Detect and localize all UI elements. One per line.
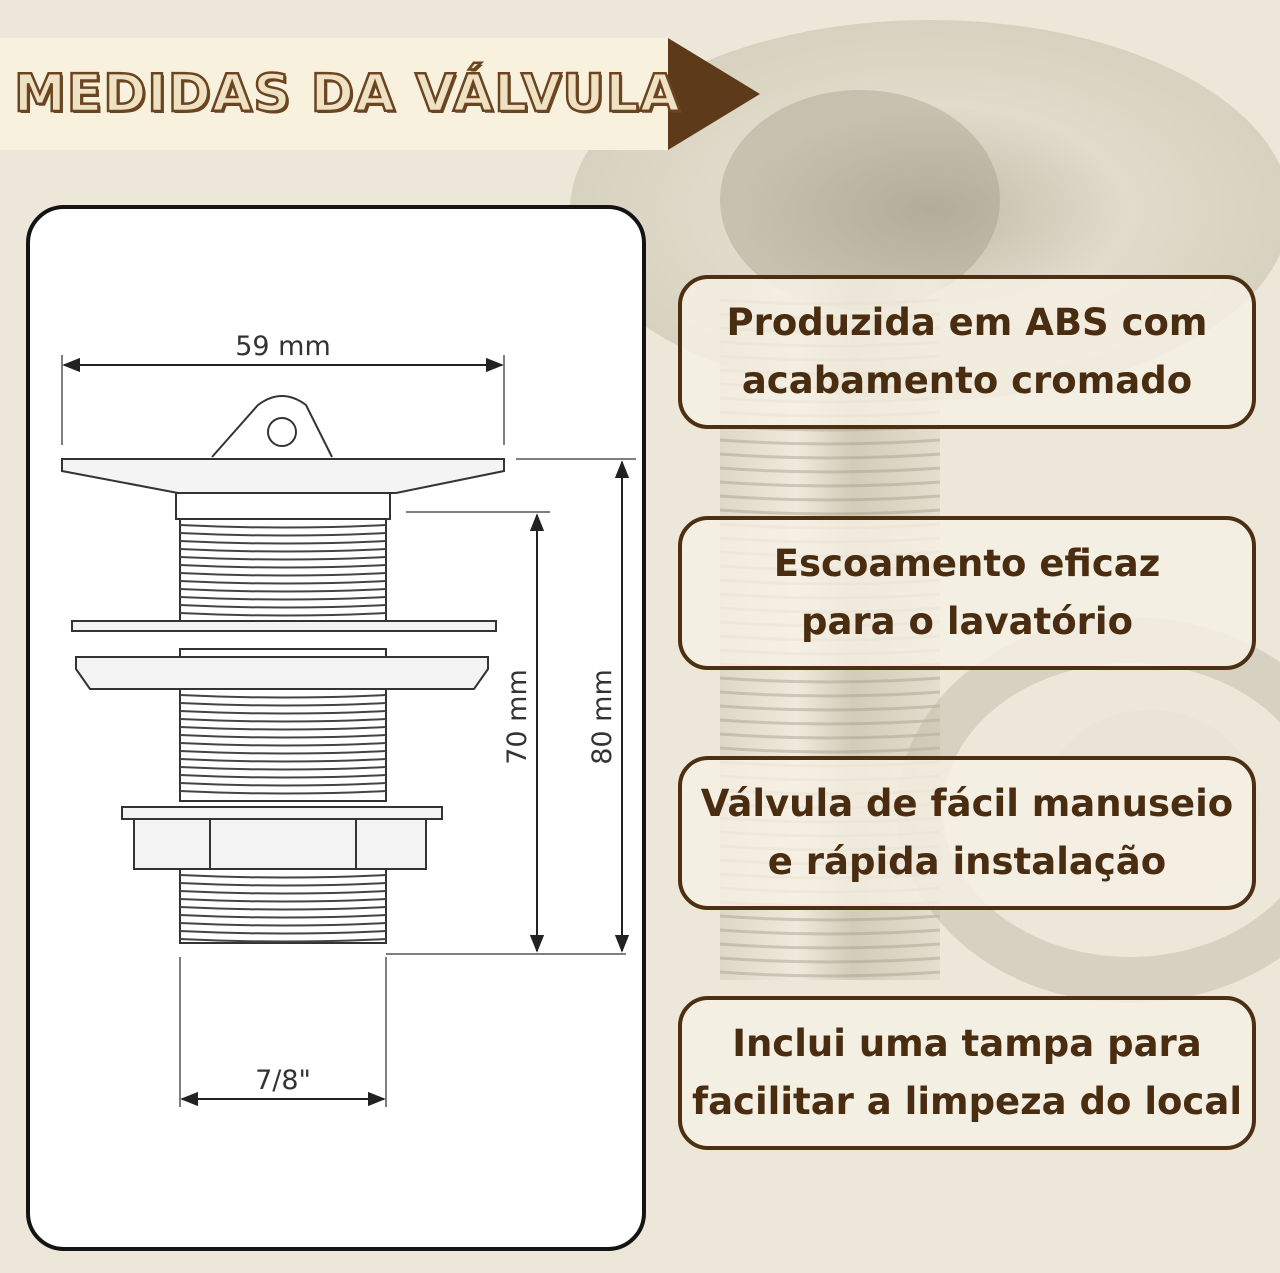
photo-thread-line [719, 494, 941, 502]
inner-height-dimension: 70 mm [386, 511, 626, 955]
thread-line [179, 524, 387, 529]
thread-line [179, 588, 387, 593]
photo-thread-line [719, 914, 941, 922]
thread-line [179, 556, 387, 561]
photo-thread-line [719, 732, 941, 740]
feature-text: Produzida em ABS com acabamento cromado [721, 294, 1214, 410]
photo-thread-line [719, 970, 941, 978]
photo-thread-line [719, 438, 941, 446]
photo-thread-line [719, 480, 941, 488]
thread-line [179, 532, 387, 537]
thread-line [179, 790, 387, 795]
title-banner [0, 38, 668, 150]
feature-line: para o lavatório [800, 600, 1134, 643]
thread-line [179, 914, 387, 919]
feature-line: Válvula de fácil manuseio [700, 782, 1234, 825]
thread-line [179, 572, 387, 577]
feature-text: Inclui uma tampa para facilitar a limpez… [686, 1015, 1248, 1131]
thread-line [179, 548, 387, 553]
valve-outline [61, 395, 505, 944]
title-arrow-shape [668, 38, 760, 150]
thread-label: 7/8" [255, 1065, 311, 1096]
feature-card-cap: Inclui uma tampa para facilitar a limpez… [678, 996, 1256, 1150]
photo-thread-line [719, 466, 941, 474]
thread-dimension: 7/8" [179, 957, 387, 1107]
feature-line: Produzida em ABS com [726, 301, 1208, 344]
thread-line [179, 604, 387, 609]
thread-line [179, 726, 387, 731]
photo-thread-line [719, 508, 941, 516]
thread-line [179, 774, 387, 779]
photo-thread-line [719, 746, 941, 754]
inner-height-label: 70 mm [502, 669, 533, 765]
thread-line [179, 750, 387, 755]
width-label: 59 mm [235, 331, 331, 362]
thread-line [179, 898, 387, 903]
thread-line [179, 766, 387, 771]
thread-line [179, 694, 387, 699]
thread-line [179, 930, 387, 935]
photo-thread-line [719, 704, 941, 712]
feature-line: Escoamento eficaz [773, 542, 1161, 585]
thread-line [179, 906, 387, 911]
photo-thread-line [719, 942, 941, 950]
page-title: MEDIDAS DA VÁLVULA [13, 63, 682, 126]
photo-thread-line [719, 690, 941, 698]
thread-line [179, 702, 387, 707]
thread-line [179, 734, 387, 739]
feature-text: Escoamento eficaz para o lavatório [768, 535, 1167, 651]
thread-line [179, 782, 387, 787]
thread-line [179, 596, 387, 601]
total-height-label: 80 mm [587, 669, 618, 765]
thread-line [179, 938, 387, 943]
thread-line [179, 874, 387, 879]
thread-line [179, 710, 387, 715]
feature-line: Inclui uma tampa para [732, 1022, 1202, 1065]
photo-thread-line [719, 956, 941, 964]
feature-line: acabamento cromado [741, 359, 1193, 402]
thread-line [179, 580, 387, 585]
thread-line [179, 890, 387, 895]
total-height-dimension: 80 mm [516, 458, 636, 953]
width-dimension: 59 mm [61, 331, 505, 445]
thread-line [179, 718, 387, 723]
feature-card-installation: Válvula de fácil manuseio e rápida insta… [678, 756, 1256, 910]
photo-thread-line [719, 928, 941, 936]
thread-line [179, 882, 387, 887]
thread-line [179, 758, 387, 763]
photo-thread-line [719, 718, 941, 726]
thread-line [179, 564, 387, 569]
thread-line [179, 922, 387, 927]
thread-line [179, 612, 387, 617]
feature-card-drainage: Escoamento eficaz para o lavatório [678, 516, 1256, 670]
dimension-diagram-card: 59 mm 70 mm 80 mm 7/8" [26, 205, 646, 1251]
feature-line: facilitar a limpeza do local [691, 1080, 1243, 1123]
feature-card-material: Produzida em ABS com acabamento cromado [678, 275, 1256, 429]
photo-thread-line [719, 452, 941, 460]
valve-technical-drawing: 59 mm 70 mm 80 mm 7/8" [61, 331, 636, 1107]
photo-thread-line [719, 676, 941, 684]
thread-lines [179, 524, 387, 943]
thread-line [179, 742, 387, 747]
feature-text: Válvula de fácil manuseio e rápida insta… [695, 775, 1239, 891]
feature-line: e rápida instalação [767, 840, 1167, 883]
thread-line [179, 540, 387, 545]
